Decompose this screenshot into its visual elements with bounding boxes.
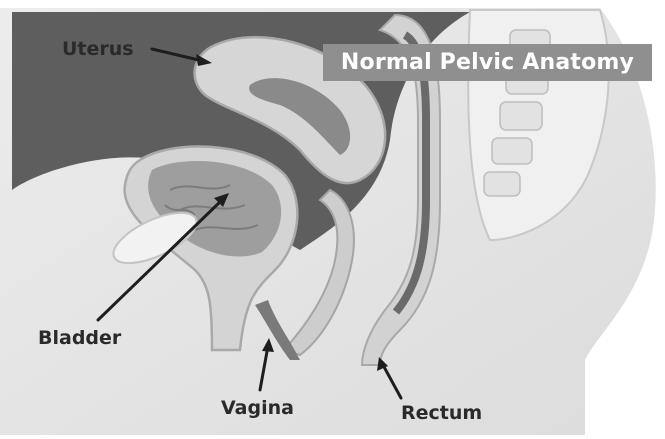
label-bladder: Bladder <box>38 327 121 349</box>
diagram-title: Normal Pelvic Anatomy <box>323 44 652 81</box>
label-vagina: Vagina <box>221 397 294 419</box>
label-uterus: Uterus <box>62 38 134 60</box>
label-rectum: Rectum <box>401 402 482 424</box>
